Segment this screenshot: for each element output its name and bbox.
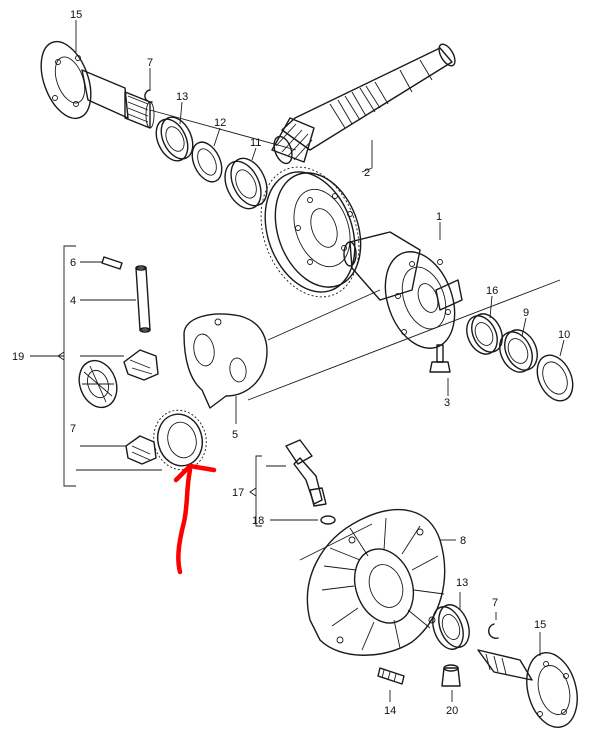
part-15-drive-flange-bottom [477,649,578,728]
callout-6: 6 [70,257,76,269]
part-7-circlip-top [144,89,153,103]
callout-19: 19 [12,351,24,363]
part-13-oil-seal-top [155,116,194,162]
callout-12: 12 [214,117,226,129]
callout-1: 1 [436,211,442,223]
part-13-oil-seal-bottom [432,604,470,650]
part-20-plug [441,664,461,687]
part-8-cover [306,508,446,656]
part-18-o-ring [320,515,336,525]
part-10-shim [536,354,574,402]
callout-7-top: 7 [147,57,153,69]
callout-2: 2 [364,167,370,179]
part-11-bearing [224,157,268,210]
part-7-circlip-bottom [488,623,499,639]
callout-13-bottom: 13 [456,577,468,589]
part-19-planet-gears [78,349,159,409]
callout-20: 20 [446,705,458,717]
part-4-shaft [135,265,151,333]
callout-7-left: 7 [70,423,76,435]
callout-18: 18 [252,515,264,527]
leader-lines [30,20,565,702]
callout-17: 17 [232,487,244,499]
part-16-shim [466,313,503,355]
callout-4: 4 [70,295,76,307]
callout-8: 8 [460,535,466,547]
part-5-carrier [183,313,268,409]
callout-labels: 15 7 13 12 11 2 1 16 9 10 3 6 4 19 7 5 1… [12,9,570,717]
callout-13-top: 13 [176,91,188,103]
part-2-pinion-shaft [271,43,456,165]
ring-gear [260,166,362,298]
part-7-bevel-gear [125,435,157,465]
callout-7-bottom: 7 [492,597,498,609]
assembly-axis-lines [149,109,561,561]
callout-5: 5 [232,429,238,441]
callout-10: 10 [558,329,570,341]
sun-gear [153,409,207,471]
callout-9: 9 [523,307,529,319]
red-arrow-annotation [173,463,217,575]
part-15-drive-flange-top [40,40,155,129]
part-12-shim [191,141,223,183]
callout-11: 11 [250,137,261,149]
callout-3: 3 [444,397,450,409]
part-14-bolt [377,667,405,685]
part-17-sensor [285,439,327,507]
callout-15-bottom: 15 [534,619,546,631]
part-3-bolt [429,344,451,373]
callout-14: 14 [384,705,396,717]
callout-15-top: 15 [70,9,82,21]
part-6-pin [101,256,123,270]
callout-16: 16 [486,285,498,297]
part-9-bearing [499,329,538,373]
